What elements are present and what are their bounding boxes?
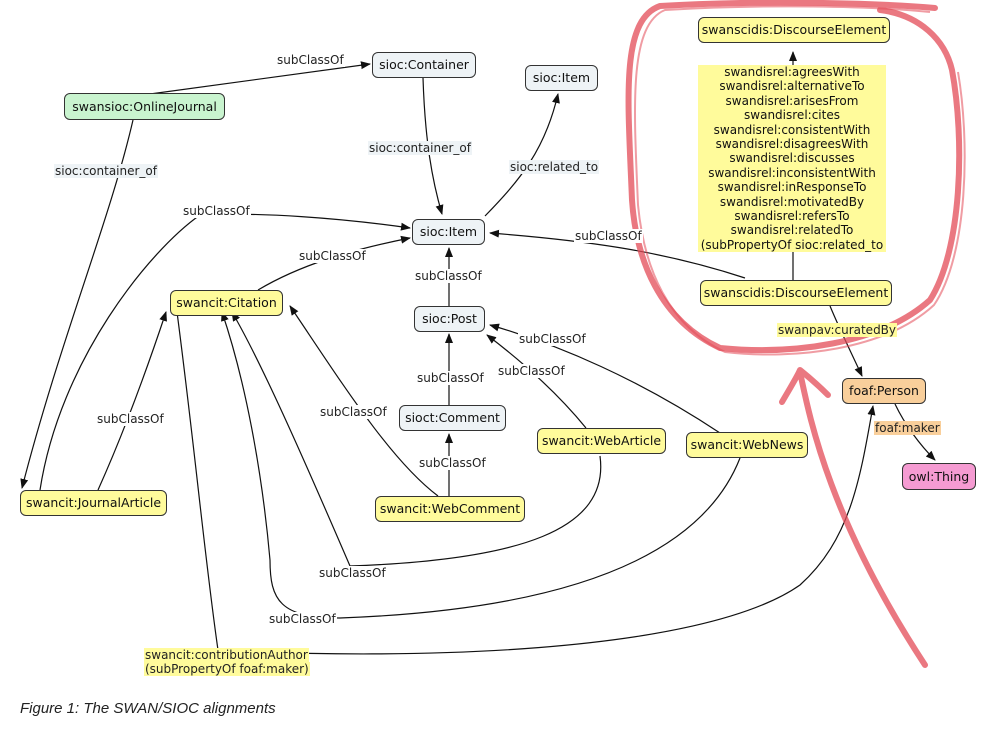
property-item: swandisrel:cites: [744, 108, 840, 123]
annotation-arrow: [797, 369, 928, 668]
label-container-of-item: sioc:container_of: [368, 141, 472, 155]
property-item: (subPropertyOf sioc:related_to: [700, 237, 884, 252]
property-item: swandisrel:alternativeTo: [719, 79, 865, 94]
node-foaf-person: foaf:Person: [842, 378, 926, 404]
label-subclassof-discourse-item: subClassOf: [574, 229, 643, 243]
property-item: swandisrel:relatedTo: [730, 223, 854, 238]
label-curated-by: swanpav:curatedBy: [777, 323, 898, 337]
label-foaf-maker: foaf:maker: [874, 421, 941, 435]
node-sioc-item: sioc:Item: [412, 219, 485, 245]
node-sioct-comment: sioct:Comment: [399, 405, 506, 431]
label-container-of: sioc:container_of: [54, 164, 158, 178]
property-item: swandisrel:discusses: [729, 151, 855, 166]
edge-webnews-post: [489, 323, 721, 434]
edge-discourse-item: [489, 229, 746, 279]
node-discourse-element: swanscidis:DiscourseElement: [700, 280, 892, 306]
label-related-to: sioc:related_to: [509, 160, 600, 174]
node-web-article: swancit:WebArticle: [537, 428, 666, 454]
node-citation: swancit:Citation: [170, 290, 283, 316]
label-subclassof-webcomment-comment: subClassOf: [418, 456, 487, 470]
label-subclassof-journalarticle-item: subClassOf: [182, 204, 251, 218]
edge-related-to: [484, 93, 560, 217]
property-item: swandisrel:refersTo: [734, 209, 850, 224]
edge-webcomment-citation: [289, 305, 439, 497]
label-subclassof-webnews-citation: subClassOf: [268, 612, 337, 626]
node-journal-article: swancit:JournalArticle: [20, 490, 167, 516]
label-subclassof-webarticle-post: subClassOf: [497, 364, 566, 378]
edge-journalarticle-citation: [97, 311, 167, 491]
annotation-arrowhead: [779, 367, 831, 405]
label-subclassof-webcomment-citation: subClassOf: [319, 405, 388, 419]
edge-journalarticle-item: [39, 213, 411, 491]
figure-caption: Figure 1: The SWAN/SIOC alignments: [20, 700, 276, 717]
property-item: swandisrel:motivatedBy: [719, 194, 865, 209]
node-web-news: swancit:WebNews: [686, 432, 808, 458]
edge-onlinejournal-container: [149, 61, 371, 95]
node-sioc-item-top: sioc:Item: [525, 65, 598, 91]
node-owl-thing: owl:Thing: [902, 463, 976, 490]
edge-citation-item: [257, 235, 411, 291]
edge-webarticle-citation: [231, 311, 602, 567]
property-item: swandisrel:arisesFrom: [725, 93, 859, 108]
label-subclassof-journalarticle-citation: subClassOf: [96, 412, 165, 426]
property-item: swandisrel:inResponseTo: [717, 180, 867, 195]
label-subclassof-post-item: subClassOf: [414, 269, 483, 283]
label-subclassof-comment-post: subClassOf: [416, 371, 485, 385]
label-subclassof-webnews-post: subClassOf: [518, 332, 587, 346]
edge-container-of-journalarticle: [20, 119, 134, 489]
label-subclassof-journal-container: subClassOf: [276, 53, 345, 67]
label-subclassof-citation-item: subClassOf: [298, 249, 367, 263]
label-contribution-author: swancit:contributionAuthor: [144, 648, 309, 662]
node-discourse-element-top: swanscidis:DiscourseElement: [698, 17, 890, 43]
property-item: swandisrel:inconsistentWith: [708, 165, 876, 180]
property-item: swandisrel:consistentWith: [713, 122, 871, 137]
node-sioc-container: sioc:Container: [372, 52, 476, 78]
node-online-journal: swansioc:OnlineJournal: [64, 93, 225, 120]
node-sioc-post: sioc:Post: [414, 306, 485, 332]
discourse-property-list: swandisrel:agreesWith swandisrel:alterna…: [698, 65, 886, 252]
annotation-circle: [625, 0, 963, 354]
edge-container-item: [422, 77, 444, 215]
label-subclassof-webarticle-citation: subClassOf: [318, 566, 387, 580]
edge-contribution-author: [176, 311, 876, 655]
property-item: swandisrel:agreesWith: [724, 65, 860, 79]
label-contribution-author-subproperty: (subPropertyOf foaf:maker): [144, 662, 310, 676]
node-web-comment: swancit:WebComment: [375, 496, 525, 522]
property-item: swandisrel:disagreesWith: [715, 137, 869, 152]
